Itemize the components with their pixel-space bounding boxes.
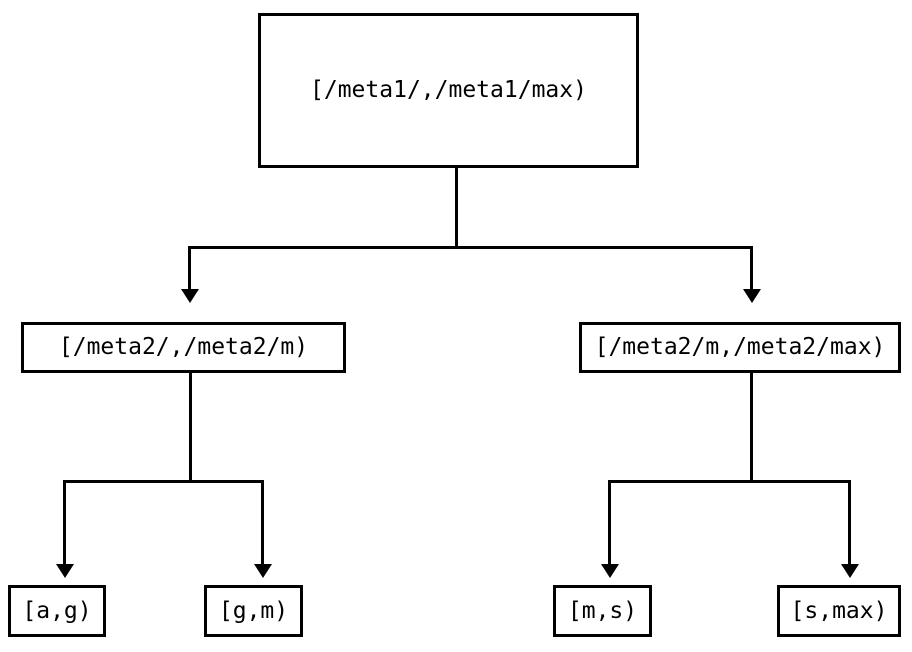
edge-root-to-mid-left [188, 246, 191, 289]
tree-node-leaf-1[interactable]: [a,g) [8, 585, 106, 637]
tree-node-mid-right[interactable]: [/meta2/m,/meta2/max) [579, 322, 901, 373]
arrowhead-mid-left-to-leaf-2 [254, 564, 272, 578]
edge-mid-left-stem [189, 373, 192, 483]
tree-node-leaf-3-label: [m,s) [567, 597, 638, 624]
edge-mid-right-crossbar [608, 480, 851, 483]
tree-node-leaf-2[interactable]: [g,m) [204, 585, 303, 637]
tree-node-leaf-4-label: [s,max) [790, 597, 888, 624]
edge-mid-left-to-leaf-1 [63, 480, 66, 564]
tree-node-mid-left[interactable]: [/meta2/,/meta2/m) [21, 322, 346, 373]
edge-mid-right-to-leaf-3 [608, 480, 611, 564]
arrowhead-mid-left-to-leaf-1 [56, 564, 74, 578]
arrowhead-mid-right-to-leaf-4 [841, 564, 859, 578]
edge-root-to-mid-right [750, 246, 753, 289]
tree-node-mid-right-label: [/meta2/m,/meta2/max) [594, 334, 886, 360]
tree-node-root[interactable]: [/meta1/,/meta1/max) [258, 13, 639, 168]
tree-node-leaf-4[interactable]: [s,max) [777, 585, 901, 637]
arrowhead-mid-right-to-leaf-3 [601, 564, 619, 578]
tree-node-leaf-3[interactable]: [m,s) [553, 585, 652, 637]
tree-node-mid-left-label: [/meta2/,/meta2/m) [58, 334, 309, 360]
tree-node-root-label: [/meta1/,/meta1/max) [310, 77, 587, 103]
edge-mid-left-to-leaf-2 [261, 480, 264, 564]
edge-root-crossbar [188, 246, 753, 249]
edge-root-stem [455, 168, 458, 248]
tree-node-leaf-2-label: [g,m) [218, 597, 289, 624]
edge-mid-right-to-leaf-4 [848, 480, 851, 564]
tree-node-leaf-1-label: [a,g) [22, 597, 92, 624]
arrowhead-root-to-mid-left [181, 289, 199, 303]
edge-mid-left-crossbar [63, 480, 264, 483]
arrowhead-root-to-mid-right [743, 289, 761, 303]
edge-mid-right-stem [750, 373, 753, 483]
